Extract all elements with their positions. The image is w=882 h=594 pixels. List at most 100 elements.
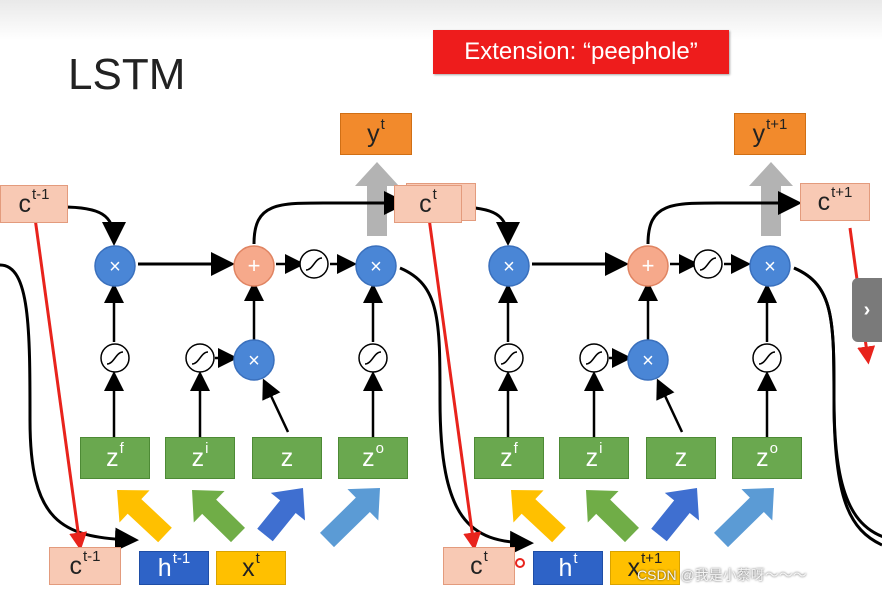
cell2-c-prev-superscript: t — [432, 185, 437, 203]
cell1-sigmoid-forget — [100, 343, 130, 373]
cell2-c-next-symbol: c — [817, 187, 831, 216]
cell2-y-output-symbol: y — [752, 119, 766, 148]
svg-text:+: + — [642, 253, 655, 278]
svg-text:×: × — [248, 350, 260, 372]
cell2-y-output-superscript: t+1 — [766, 115, 788, 133]
cell2-input-arrow-yellow — [511, 490, 566, 543]
cell1-c-prev-symbol: c — [18, 189, 31, 218]
cell1-input-arrow-lightblue — [319, 488, 380, 548]
cell1-gate-zf-symbol: z — [106, 443, 119, 472]
cell2-output-arrow — [749, 162, 793, 236]
cell2-input-multiply: × — [627, 339, 669, 381]
cell1-tanh-output — [299, 249, 329, 279]
cell1-add-to-cnext — [252, 191, 408, 245]
cell1-z-to-mul — [262, 378, 290, 433]
cell1-sigmoid-input — [185, 343, 215, 373]
cell2-input-h-symbol: h — [558, 553, 573, 582]
watermark: CSDN @我是小蔡呀～～～ — [637, 567, 807, 583]
svg-text:×: × — [764, 256, 776, 278]
cell1-outgoing-h — [399, 266, 534, 555]
extension-banner: Extension: “peephole” — [433, 30, 729, 74]
cell2-input-x-superscript: t+1 — [641, 549, 663, 567]
cell1-input-arrow-green — [192, 490, 245, 543]
next-slide-button[interactable]: › — [852, 278, 882, 342]
cell1-input-multiply: × — [233, 339, 275, 381]
cell2-c-prev-symbol: c — [419, 189, 432, 218]
cell1-c-prev-superscript: t-1 — [31, 185, 50, 203]
cell2-input-h-superscript: t — [573, 549, 578, 567]
red-cursor-dot — [515, 558, 525, 568]
cell2-gate-zf-symbol: z — [500, 443, 513, 472]
cell1-gate-zi-superscript: i — [205, 439, 209, 457]
cell1-cell-add: + — [233, 245, 275, 287]
cell1-input-c-superscript: t-1 — [82, 547, 101, 565]
cell1-input-x-superscript: t — [255, 549, 260, 567]
cell1-forget-multiply: × — [94, 245, 136, 287]
cell2-input-c-symbol: c — [470, 551, 483, 580]
cell1-gate-z: z — [252, 437, 322, 479]
cell2-input-x-symbol: x — [627, 553, 641, 582]
cell1-output-arrow — [355, 162, 399, 236]
cell1-input-arrow-blue — [257, 488, 306, 542]
cell2-sigmoid-forget — [494, 343, 524, 373]
cell1-output-multiply: × — [355, 245, 397, 287]
cell2-input-arrow-blue — [651, 488, 700, 542]
cell2-input-arrow-lightblue — [713, 488, 774, 548]
cell2-gate-z: z — [646, 437, 716, 479]
cell1-sigmoid-output — [358, 343, 388, 373]
cell1-input-h-symbol: h — [157, 553, 172, 582]
svg-text:×: × — [109, 256, 121, 278]
cell2-input-arrow-green — [586, 490, 639, 543]
cell2-gate-zo-superscript: o — [769, 439, 778, 457]
cell2-forget-multiply: × — [488, 245, 530, 287]
cell2-tanh-output — [693, 249, 723, 279]
cell2-peephole-line — [427, 217, 482, 551]
cell2-gate-zi-superscript: i — [599, 439, 603, 457]
cell2-cell-add: + — [627, 245, 669, 287]
svg-text:+: + — [248, 253, 261, 278]
cell1-input-arrow-yellow — [117, 490, 172, 543]
cell2-sigmoid-output — [752, 343, 782, 373]
svg-text:×: × — [503, 256, 515, 278]
cell2-gate-zf-superscript: f — [513, 439, 518, 457]
cell2-add-to-cnext — [646, 191, 802, 245]
svg-text:×: × — [370, 256, 382, 278]
cell1-input-x-symbol: x — [242, 553, 255, 582]
cell1-peephole-line — [33, 217, 88, 551]
cell1-gate-zo-symbol: z — [362, 443, 375, 472]
cell2-gate-zi-symbol: z — [585, 443, 599, 472]
cell2-input-c-superscript: t — [483, 547, 488, 565]
page-title: LSTM — [68, 50, 186, 99]
cell1-input-c-symbol: c — [69, 551, 82, 580]
cell2-outgoing-h-edge — [793, 266, 882, 547]
cell1-gate-zf-superscript: f — [119, 439, 124, 457]
svg-text:×: × — [642, 350, 654, 372]
cell2-gate-zo-symbol: z — [756, 443, 769, 472]
cell2-gate-z-symbol: z — [674, 443, 688, 472]
cell1-input-h-superscript: t-1 — [172, 549, 191, 567]
cell2-sigmoid-input — [579, 343, 609, 373]
cell2-c-next-superscript: t+1 — [831, 183, 853, 201]
cell1-cprev-to-forget — [61, 205, 126, 246]
cell1-y-output-symbol: y — [367, 119, 380, 148]
cell2-z-to-mul — [656, 378, 684, 433]
cell1-gate-zi-symbol: z — [191, 443, 205, 472]
cell1-y-output-superscript: t — [380, 115, 385, 133]
